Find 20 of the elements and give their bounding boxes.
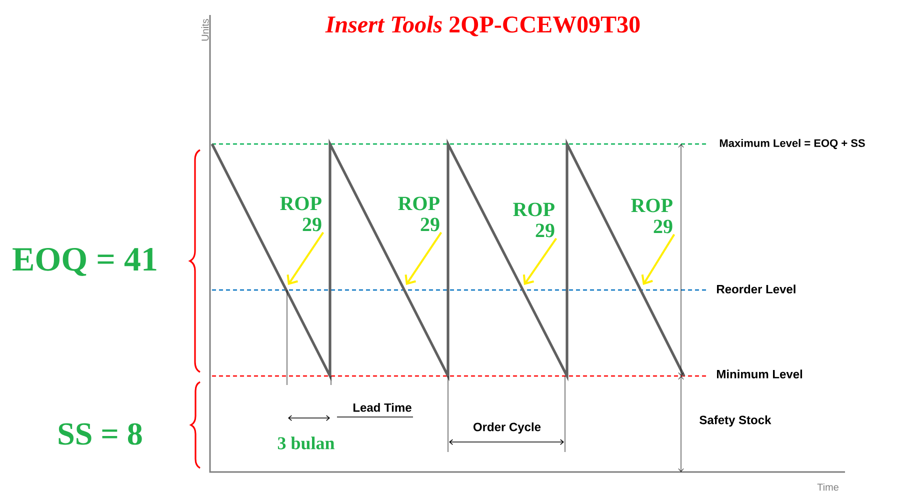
reorder-point-label: ROP 29 — [398, 196, 440, 232]
leader-arrow — [286, 232, 324, 285]
leader-arrow — [522, 238, 558, 285]
level-label: Reorder Level — [717, 284, 796, 294]
leader-arrow — [404, 232, 442, 285]
level-label: Maximum Level = EOQ + SS — [720, 138, 865, 150]
leader-arrow — [641, 234, 676, 285]
quantity-label: SS = 8 — [58, 423, 142, 445]
reorder-point-label: ROP 29 — [513, 202, 554, 238]
quantity-label: EOQ = 41 — [12, 248, 156, 276]
axis-label: Time — [817, 483, 838, 491]
chart-title: Insert Tools 2QP-CCEW09T30 — [325, 16, 640, 36]
reorder-point-label: ROP 29 — [631, 198, 672, 234]
level-label: Minimum Level — [717, 370, 802, 378]
dimension-value: 3 bulan — [278, 436, 334, 450]
dimension-label: Order Cycle — [473, 422, 541, 434]
reorder-point-label: ROP 29 — [280, 196, 322, 232]
dimension-label: Safety Stock — [700, 415, 772, 427]
dimension-label: Lead Time — [353, 403, 412, 412]
axis-label: Units — [201, 18, 209, 41]
